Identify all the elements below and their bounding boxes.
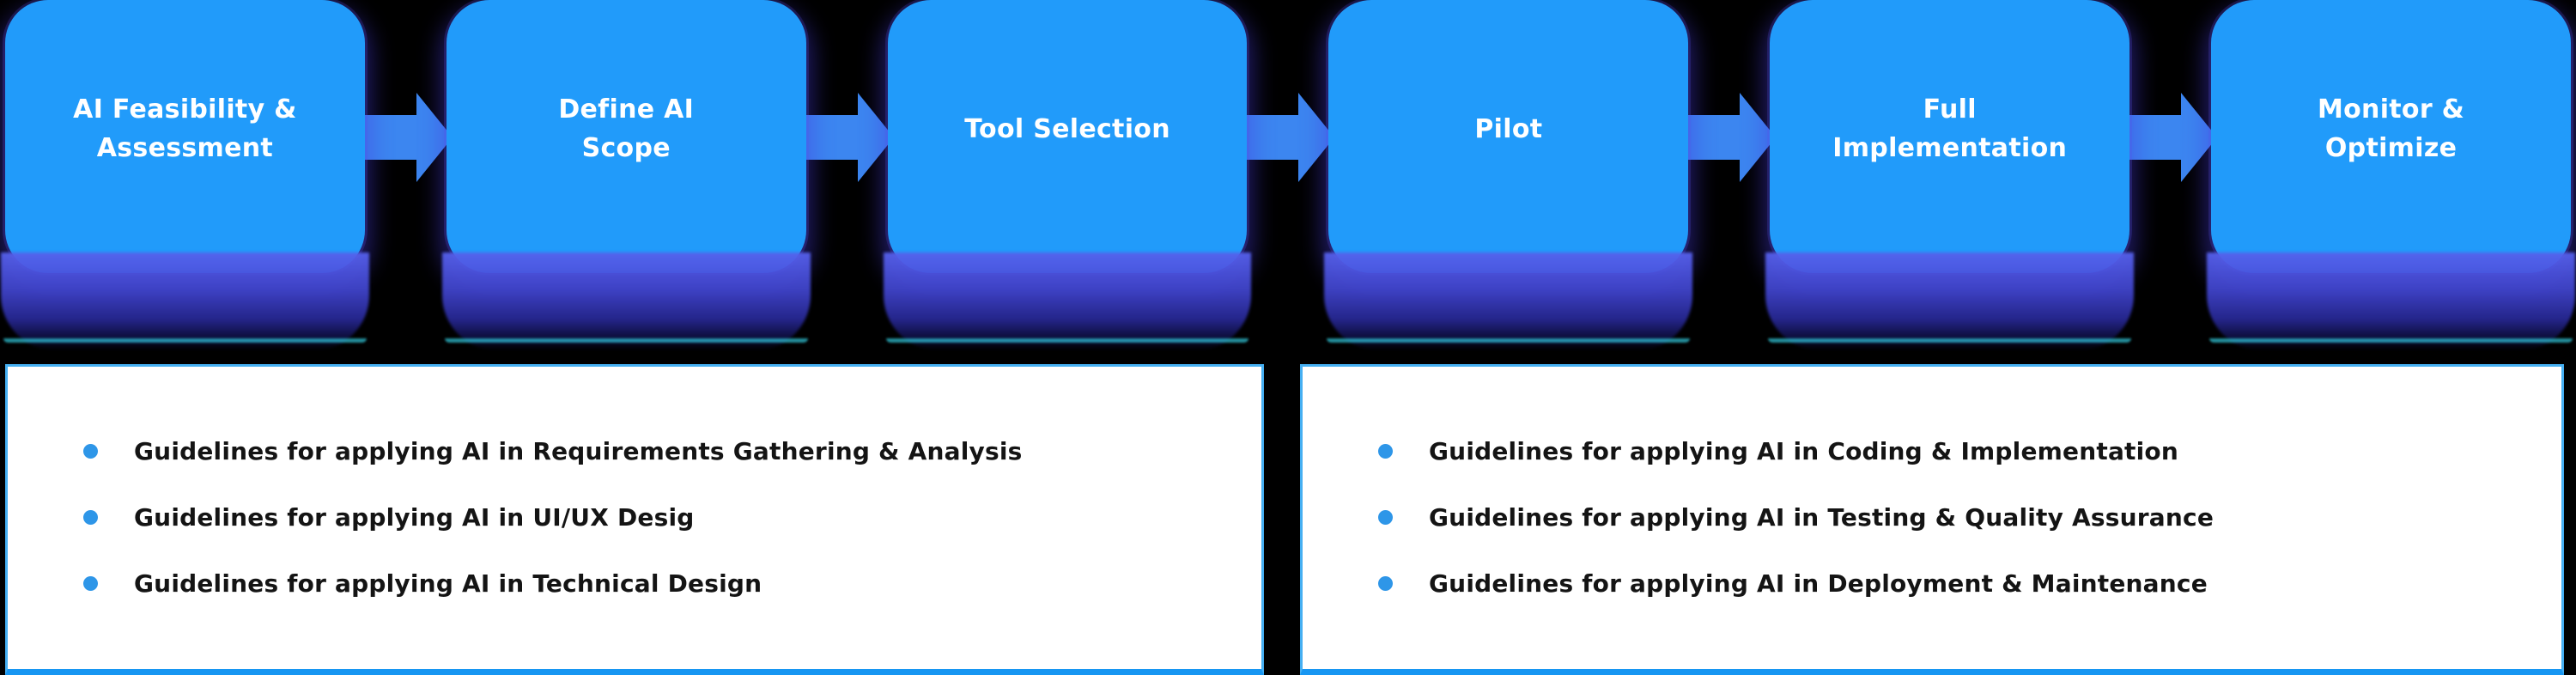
arrow-shaft	[1240, 115, 1301, 160]
guideline-text: Guidelines for applying AI in Requiremen…	[134, 437, 1023, 465]
guidelines-panel-delivery: Guidelines for applying AI in Coding & I…	[1300, 364, 2564, 675]
guideline-text: Guidelines for applying AI in UI/UX Desi…	[134, 503, 695, 532]
bullet-dot-icon	[83, 576, 98, 591]
process-flow: AI Feasibility & Assessment Define AI Sc…	[0, 0, 2576, 361]
guidelines-panel-design: Guidelines for applying AI in Requiremen…	[5, 364, 1264, 675]
guideline-text: Guidelines for applying AI in Deployment…	[1429, 569, 2208, 598]
list-item: Guidelines for applying AI in Requiremen…	[83, 437, 1236, 465]
flow-step-label: Tool Selection	[964, 110, 1170, 149]
flow-step-label-line: Optimize	[2324, 133, 2458, 163]
flow-step-tool-selection: Tool Selection	[887, 0, 1248, 273]
flow-step-label-line: AI Feasibility &	[73, 94, 297, 125]
arrow-shaft	[1681, 115, 1742, 160]
list-item: Guidelines for applying AI in Coding & I…	[1378, 437, 2536, 465]
flow-step-label: Define AI Scope	[558, 90, 694, 167]
bullet-dot-icon	[1378, 576, 1393, 591]
bullet-dot-icon	[83, 510, 98, 525]
flow-step-pilot: Pilot	[1328, 0, 1689, 273]
flow-step-define-ai-scope: Define AI Scope	[446, 0, 806, 273]
flow-arrow-icon	[1240, 0, 1335, 273]
bullet-dot-icon	[1378, 510, 1393, 525]
arrow-shaft	[357, 115, 418, 160]
flow-step-label-line: Tool Selection	[964, 113, 1170, 144]
flow-step-label-line: Assessment	[96, 133, 274, 163]
flow-arrow-icon	[799, 0, 894, 273]
flow-arrow-icon	[2123, 0, 2218, 273]
list-item: Guidelines for applying AI in UI/UX Desi…	[83, 503, 1236, 532]
flow-step-label-line: Scope	[581, 133, 671, 163]
flow-step-label: Pilot	[1474, 110, 1542, 149]
bullet-dot-icon	[1378, 444, 1393, 459]
flow-arrow-icon	[357, 0, 453, 273]
flow-step-label-line: Full	[1923, 94, 1977, 125]
flow-step-label-line: Define AI	[558, 94, 695, 125]
guideline-text: Guidelines for applying AI in Coding & I…	[1429, 437, 2178, 465]
arrow-shaft	[799, 115, 860, 160]
flow-step-full-implementation: Full Implementation	[1770, 0, 2130, 273]
flow-step-label-line: Monitor &	[2317, 94, 2465, 125]
flow-step-ai-feasibility-assessment: AI Feasibility & Assessment	[5, 0, 365, 273]
flow-step-label-line: Pilot	[1474, 113, 1543, 144]
guideline-text: Guidelines for applying AI in Testing & …	[1429, 503, 2215, 532]
list-item: Guidelines for applying AI in Deployment…	[1378, 569, 2536, 598]
flow-step-label: AI Feasibility & Assessment	[73, 90, 296, 167]
flow-arrow-icon	[1681, 0, 1777, 273]
flow-step-label: Monitor & Optimize	[2318, 90, 2464, 167]
flow-step-monitor-optimize: Monitor & Optimize	[2211, 0, 2571, 273]
arrow-shaft	[2123, 115, 2184, 160]
flow-step-label-line: Implementation	[1832, 133, 2068, 163]
guideline-text: Guidelines for applying AI in Technical …	[134, 569, 762, 598]
bullet-dot-icon	[83, 444, 98, 459]
list-item: Guidelines for applying AI in Technical …	[83, 569, 1236, 598]
flow-step-label: Full Implementation	[1832, 90, 2067, 167]
list-item: Guidelines for applying AI in Testing & …	[1378, 503, 2536, 532]
